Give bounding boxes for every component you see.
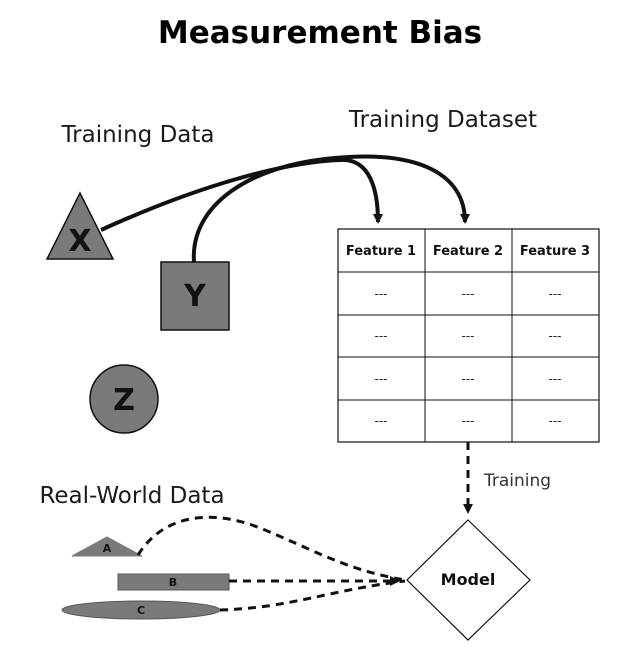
c-label: C [137,604,145,617]
table-cell: --- [462,414,475,428]
y-label: Y [183,279,207,314]
table-cell: --- [375,414,388,428]
table-cell: --- [549,287,562,301]
training-data-heading: Training Data [61,122,215,148]
training-dataset-heading: Training Dataset [348,107,537,133]
table-header: Feature 2 [433,244,503,259]
a-label: A [103,542,112,555]
y-to-feature2-arrow [191,154,470,263]
b-bar-node: B [117,573,230,591]
x-triangle-node: X [45,191,115,260]
table-header: Feature 1 [346,244,416,259]
page-title: Measurement Bias [158,15,482,51]
a-triangle-node: A [71,536,143,557]
b-label: B [169,576,177,589]
model-label: Model [441,570,496,589]
table-cell: --- [375,372,388,386]
model-node: Model [406,519,531,641]
z-circle-node: Z [89,364,159,434]
real-world-data-heading: Real-World Data [39,483,224,509]
table-header: Feature 3 [520,244,590,259]
training-dataset-table: Feature 1 Feature 2 Feature 3 --- --- --… [337,228,600,443]
c-to-model-connector [219,579,406,612]
table-cell: --- [462,287,475,301]
x-to-feature1-arrow [100,157,383,232]
c-ellipse-node: C [61,600,221,620]
y-square-node: Y [160,261,230,331]
table-cell: --- [375,329,388,343]
training-edge-label: Training [483,471,551,491]
table-cell: --- [549,414,562,428]
table-cell: --- [375,287,388,301]
table-cell: --- [462,372,475,386]
table-cell: --- [549,372,562,386]
x-label: X [68,224,91,259]
a-to-model-connector [136,515,406,582]
table-cell: --- [549,329,562,343]
table-cell: --- [462,329,475,343]
z-label: Z [113,383,135,418]
